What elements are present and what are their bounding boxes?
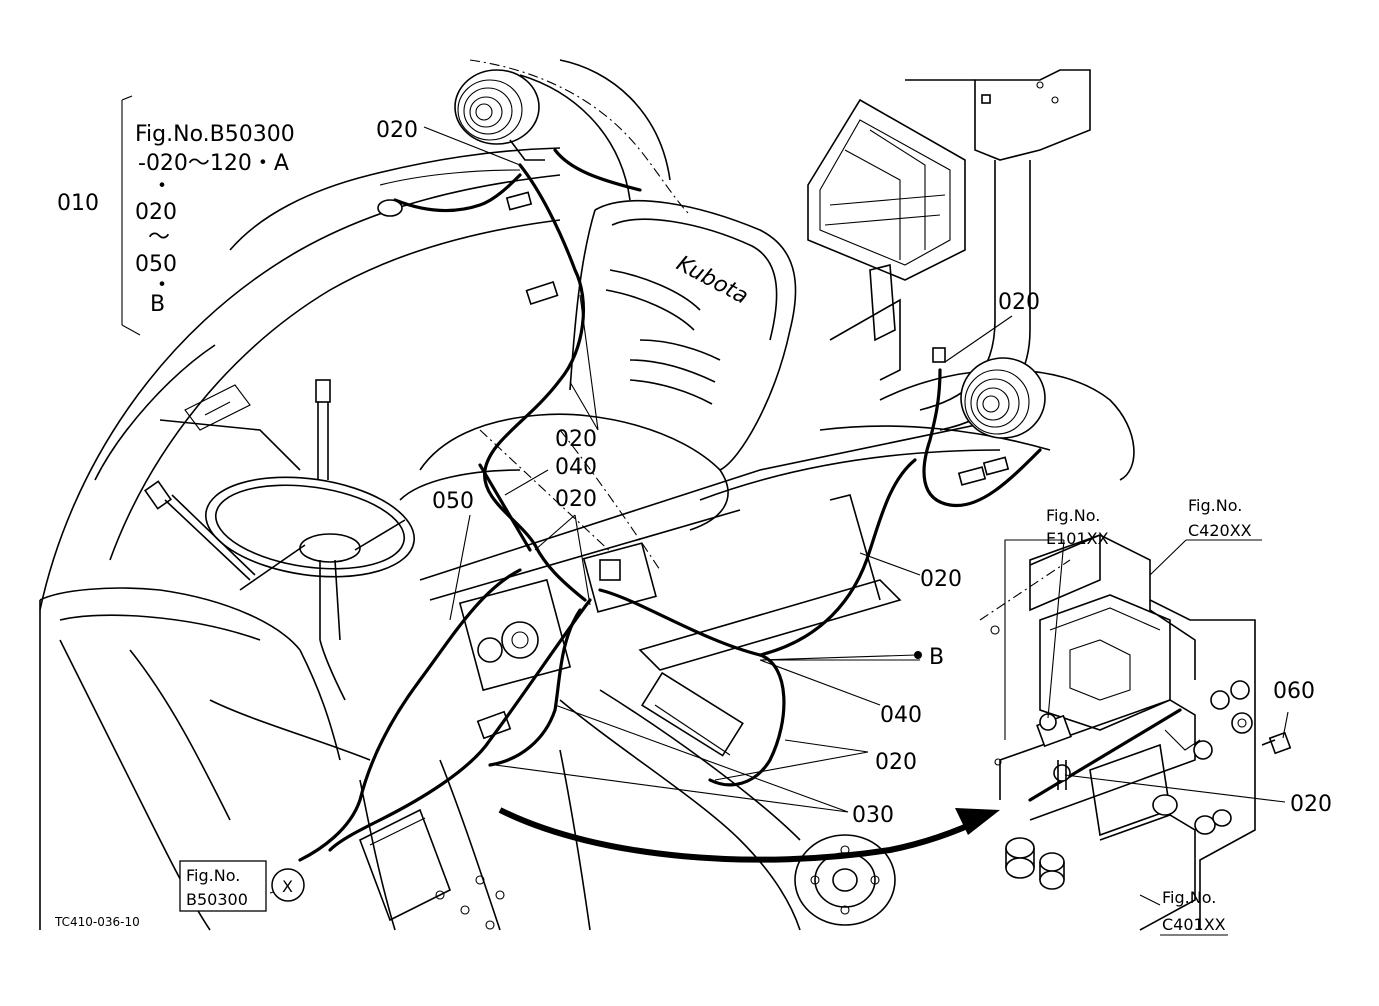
callout-020-mid: 020 — [555, 487, 597, 512]
fig-ref-e101-code: E101XX — [1046, 529, 1109, 548]
x-marker-text: X — [282, 877, 293, 896]
seat-brand-text: Kubota — [672, 251, 752, 309]
callout-050: 050 — [432, 489, 474, 514]
work-light-right — [932, 347, 1046, 486]
rops-frame — [699, 69, 1135, 501]
wiring-harness — [298, 148, 1042, 862]
fig-ref-c401-code: C401XX — [1162, 915, 1226, 934]
steering-wheel — [205, 476, 415, 701]
callout-040-lower: 040 — [880, 703, 922, 728]
callout-labels: 010 Fig.No.B50300 -020～120・A ・ 020 ～ 050… — [54, 118, 1332, 934]
fig-ref-b50300-box — [179, 860, 267, 912]
chassis — [358, 419, 1071, 931]
callout-010: 010 — [57, 191, 99, 216]
fig-ref-e101-label: Fig.No. — [1046, 506, 1100, 525]
detail-arrow — [498, 807, 1000, 863]
detail-inset — [990, 533, 1292, 931]
callout-030: 030 — [852, 803, 894, 828]
fig-ref-c420-code: C420XX — [1188, 521, 1252, 540]
ref-group-line-1: Fig.No.B50300 — [135, 122, 295, 147]
fig-ref-c420-label: Fig.No. — [1188, 496, 1242, 515]
fig-ref-b50300-code: B50300 — [186, 890, 248, 909]
work-light-left — [454, 69, 559, 305]
callout-020-detail: 020 — [1290, 792, 1332, 817]
b-point-dot — [914, 651, 922, 659]
callout-020-top: 020 — [376, 118, 418, 143]
callout-b: B — [929, 645, 944, 670]
callout-040-seat: 040 — [555, 455, 597, 480]
leader-lines — [121, 95, 1289, 936]
ref-group-line-4: 020 — [135, 200, 177, 225]
x-marker-circle — [271, 868, 305, 902]
figure-stamp: TC410-036-10 — [54, 915, 140, 929]
callout-020-side: 020 — [920, 567, 962, 592]
callout-060: 060 — [1273, 679, 1315, 704]
ref-group-line-8: B — [150, 292, 165, 317]
callout-020-seat: 020 — [555, 427, 597, 452]
levers — [144, 379, 331, 581]
fig-ref-c401-label: Fig.No. — [1162, 888, 1216, 907]
ref-group-line-5: ～ — [148, 225, 170, 250]
ref-group-line-3: ・ — [151, 174, 173, 199]
callout-020-lower: 020 — [875, 750, 917, 775]
ref-group-line-6: 050 — [135, 252, 177, 277]
fig-ref-b50300-label: Fig.No. — [186, 866, 240, 885]
ref-group-line-7: ・ — [151, 273, 173, 298]
callout-020-right: 020 — [998, 290, 1040, 315]
ref-group-line-2: -020～120・A — [138, 151, 289, 176]
